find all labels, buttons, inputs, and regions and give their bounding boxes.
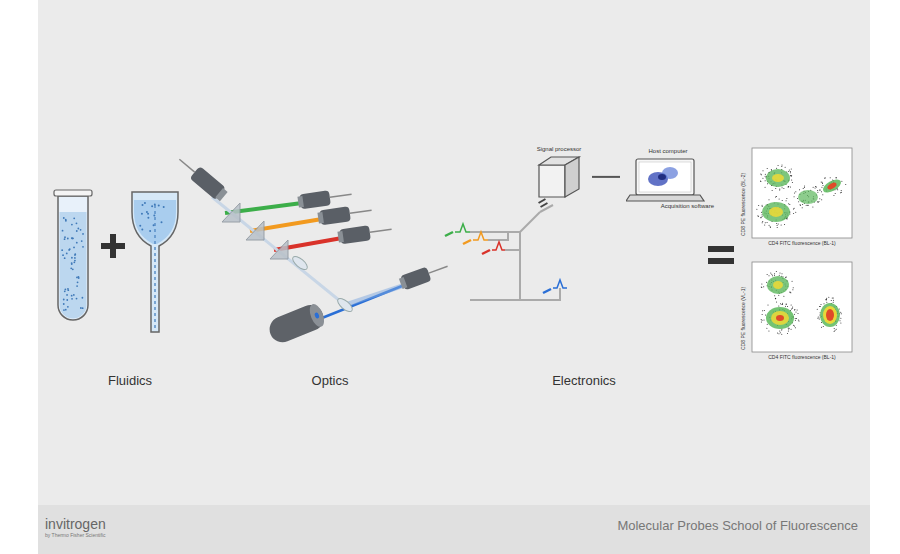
plus-sign	[101, 234, 125, 258]
footer-text: Molecular Probes School of Fluorescence	[617, 519, 858, 533]
scatter-plot	[752, 262, 852, 352]
software-label: Acquisition software	[622, 203, 714, 210]
footer-text: by Thermo Fisher Scientific	[45, 533, 105, 539]
section-label: Optics	[312, 374, 349, 388]
processor-box	[535, 155, 583, 199]
panel	[38, 0, 870, 505]
laptop	[626, 157, 706, 203]
optical-bench	[174, 153, 450, 346]
computer-node: Host computerAcquisition software	[622, 148, 714, 210]
section-label: Fluidics	[108, 374, 152, 388]
footer-text: invitrogen	[45, 517, 106, 532]
axis-label: CD4 FITC fluorescence (BL-1)	[768, 355, 836, 361]
scatter-plot	[752, 148, 852, 238]
data-link	[592, 176, 620, 177]
equals-sign	[708, 246, 734, 264]
flow-cell	[132, 192, 178, 332]
footer-band	[38, 505, 870, 554]
device-label: Signal processor	[528, 146, 590, 153]
laser	[266, 301, 328, 346]
axis-label: CD8 PE fluorescence (VL-1)	[741, 287, 747, 350]
axis-label: CD4 FITC fluorescence (BL-1)	[768, 241, 836, 247]
pulse-traces	[445, 224, 567, 293]
axis-label: CD8 PE fluorescence (BL-2)	[741, 173, 747, 236]
device-label: Host computer	[622, 148, 714, 155]
section-label: Electronics	[552, 374, 616, 388]
signal-wires	[470, 205, 560, 300]
equals-mark	[538, 198, 548, 208]
test-tube	[54, 190, 92, 320]
processor-node: Signal processor	[528, 146, 590, 199]
